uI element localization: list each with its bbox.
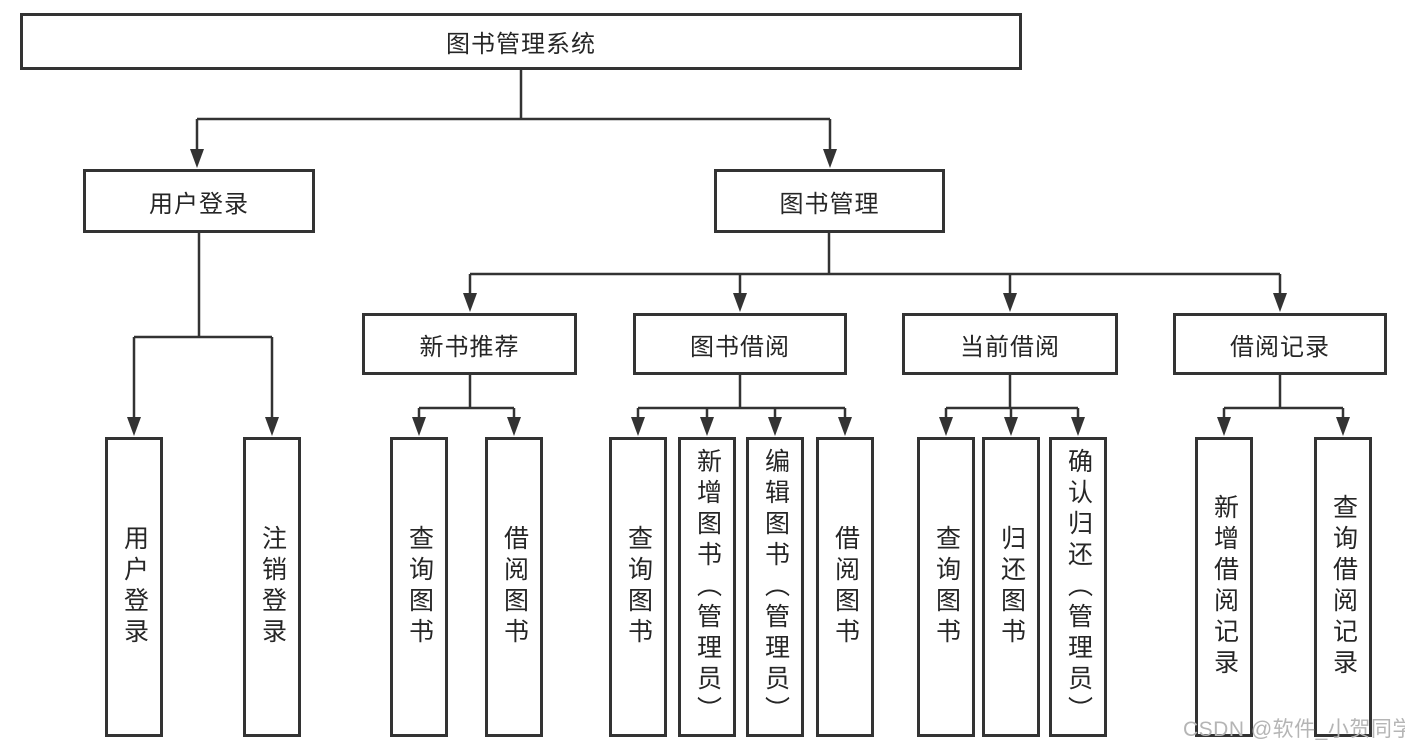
node-current-borrowing: 当前借阅: [902, 313, 1118, 375]
node-label: 借阅记录: [1230, 333, 1330, 361]
leaf-borrow-books-recommend: 借阅图书: [485, 437, 543, 737]
node-label: 归还图书: [997, 525, 1026, 649]
node-label: 编辑图书（管理员）: [761, 447, 790, 727]
node-label: 借阅图书: [831, 525, 860, 649]
node-label: 注销登录: [258, 525, 287, 649]
leaf-query-books-borrowing: 查询图书: [609, 437, 667, 737]
leaf-query-books-current: 查询图书: [917, 437, 975, 737]
leaf-edit-books-admin: 编辑图书（管理员）: [746, 437, 804, 737]
leaf-confirm-return-admin: 确认归还（管理员）: [1049, 437, 1107, 737]
node-label: 新增借阅记录: [1210, 494, 1239, 680]
node-book-borrowing: 图书借阅: [633, 313, 847, 375]
leaf-logout: 注销登录: [243, 437, 301, 737]
node-label: 图书借阅: [690, 333, 790, 361]
node-label: 图书管理: [779, 190, 880, 218]
node-label: 用户登录: [149, 190, 249, 218]
node-user-login: 用户登录: [83, 169, 315, 233]
leaf-return-books: 归还图书: [982, 437, 1040, 737]
leaf-user-login: 用户登录: [105, 437, 163, 737]
node-label: 查询图书: [405, 525, 434, 649]
node-label: 新增图书（管理员）: [693, 447, 722, 727]
node-label: 查询借阅记录: [1329, 494, 1358, 680]
leaf-add-books-admin: 新增图书（管理员）: [678, 437, 736, 737]
node-label: 新书推荐: [419, 333, 520, 361]
leaf-add-borrow-record: 新增借阅记录: [1195, 437, 1253, 737]
node-borrowing-records: 借阅记录: [1173, 313, 1387, 375]
node-label: 当前借阅: [960, 333, 1060, 361]
leaf-borrow-books: 借阅图书: [816, 437, 874, 737]
node-new-book-recommendation: 新书推荐: [362, 313, 577, 375]
leaf-query-books-recommend: 查询图书: [390, 437, 448, 737]
leaf-query-borrow-record: 查询借阅记录: [1314, 437, 1372, 737]
node-label: 用户登录: [120, 525, 149, 649]
node-label: 图书管理系统: [446, 31, 596, 58]
csdn-watermark: CSDN @软件_小贺同学: [1183, 718, 1405, 741]
node-label: 查询图书: [624, 525, 653, 649]
node-book-management: 图书管理: [714, 169, 945, 233]
node-label: 确认归还（管理员）: [1064, 447, 1093, 727]
node-library-management-system: 图书管理系统: [20, 13, 1022, 70]
node-label: 借阅图书: [500, 525, 529, 649]
arrowhead-icons: [127, 149, 1350, 436]
node-label: 查询图书: [932, 525, 961, 649]
